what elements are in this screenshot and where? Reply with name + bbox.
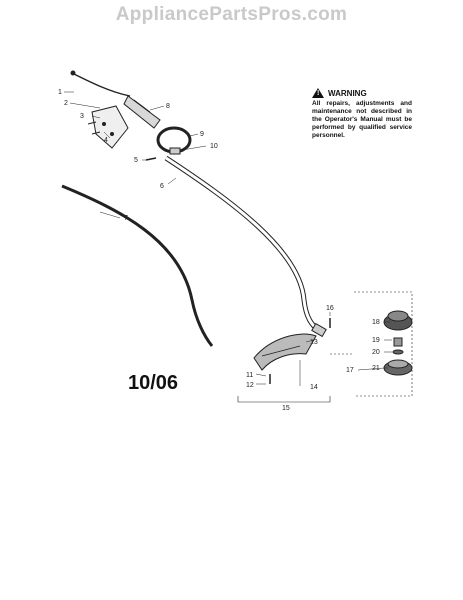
callout-4: 4: [104, 137, 108, 144]
callout-6: 6: [160, 183, 164, 190]
callout-5: 5: [134, 157, 138, 164]
trimmer-shaft: [164, 155, 320, 332]
callout-3: 3: [80, 113, 84, 120]
callout-14: 14: [310, 384, 318, 391]
warning-notice: ! WARNING All repairs, adjustments and m…: [312, 88, 412, 140]
throttle-handle: [123, 95, 161, 129]
site-watermark-title: AppliancePartsPros.com: [115, 4, 348, 25]
callout-20: 20: [372, 349, 380, 356]
callout-18: 18: [372, 319, 380, 326]
shaft-coupler: [311, 322, 327, 338]
callout-15: 15: [282, 405, 290, 412]
washer: [392, 349, 404, 355]
callout-7: 7: [124, 215, 128, 222]
callout-13: 13: [310, 339, 318, 346]
callout-11: 11: [246, 372, 253, 379]
callout-10: 10: [210, 143, 218, 150]
debris-guard: [253, 333, 317, 371]
throttle-cable: [73, 73, 131, 97]
callout-12: 12: [246, 382, 254, 389]
callout-17: 17: [346, 367, 354, 374]
callout-21: 21: [372, 365, 380, 372]
callout-9: 9: [200, 131, 204, 138]
warning-heading-text: WARNING: [328, 88, 367, 98]
callout-19: 19: [372, 337, 380, 344]
callout-1: 1: [58, 89, 62, 96]
revision-date-code: 10/06: [128, 372, 179, 394]
callout-2: 2: [64, 100, 68, 107]
callout-8: 8: [166, 103, 170, 110]
handle-side-plate: [91, 105, 129, 149]
drive-shaft: [61, 184, 214, 347]
warning-body-text: All repairs, adjustments and maintenance…: [312, 100, 412, 139]
warning-heading: ! WARNING: [312, 88, 412, 98]
callout-16: 16: [326, 305, 334, 312]
warning-triangle-icon: !: [312, 88, 324, 98]
spring: [393, 337, 403, 347]
